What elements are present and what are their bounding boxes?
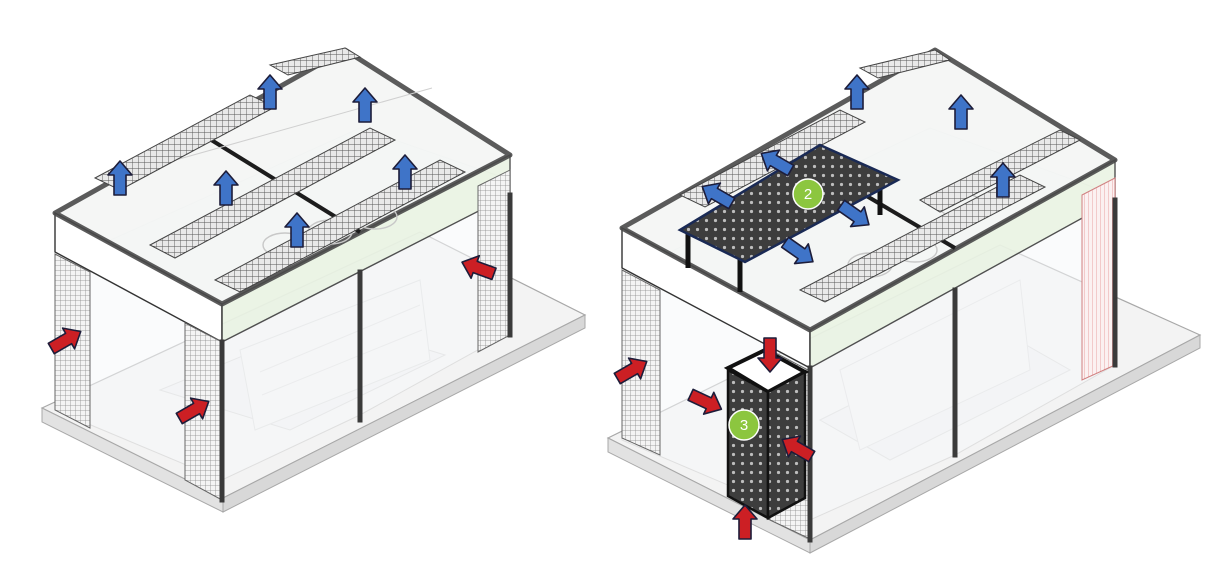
right-intake-arrow-4 xyxy=(781,435,816,463)
right-exhaust-arrow-6 xyxy=(836,199,870,228)
left-exhaust-arrow-1 xyxy=(107,160,133,196)
left-exhaust-arrow-6 xyxy=(392,154,418,190)
right-exhaust-arrow-2 xyxy=(948,94,974,130)
right-intake-arrow-1 xyxy=(613,357,648,385)
front-duct-front xyxy=(726,367,770,521)
badge-2: 2 xyxy=(792,178,824,210)
left-exhaust-arrow-2 xyxy=(257,74,283,110)
left-intake-arrow-3 xyxy=(461,254,497,281)
badge-2-label: 2 xyxy=(804,186,812,203)
left-roof-grille-3 xyxy=(148,127,397,259)
roof-hood-panel xyxy=(677,143,901,264)
left-intake-arrow-1 xyxy=(47,327,82,355)
left-roof-grille-2 xyxy=(268,47,362,76)
right-exhaust-arrow-7 xyxy=(780,236,814,265)
right-side-red-mesh-panel xyxy=(1081,177,1116,381)
left-exhaust-arrow-3 xyxy=(352,87,378,123)
right-intake-arrow-2 xyxy=(687,388,723,415)
right-roof-grille-3 xyxy=(798,174,1047,303)
right-intake-arrow-5 xyxy=(732,504,758,540)
left-exhaust-arrow-5 xyxy=(284,212,310,248)
left-frame xyxy=(219,192,513,503)
roof-hood-component xyxy=(677,143,901,292)
badge-3: 3 xyxy=(728,409,760,441)
right-exhaust-arrow-4 xyxy=(701,182,736,210)
airflow-arrows xyxy=(47,74,1016,540)
right-exhaust-arrow-5 xyxy=(760,149,795,177)
right-roof-grille-2 xyxy=(858,49,952,79)
right-enclosure xyxy=(606,47,1202,554)
left-enclosure xyxy=(40,47,587,513)
badge-2-circle xyxy=(792,178,824,210)
badge-3-label: 3 xyxy=(740,417,748,434)
left-roof-grille-4 xyxy=(213,159,467,293)
left-intake-arrow-2 xyxy=(175,397,210,425)
left-exhaust-arrow-4 xyxy=(213,170,239,206)
badge-3-circle xyxy=(728,409,760,441)
right-exhaust-arrow-1 xyxy=(844,74,870,110)
right-exhaust-arrow-3 xyxy=(990,162,1016,198)
left-side-mesh-panel xyxy=(477,169,511,353)
right-intake-arrow-3 xyxy=(757,337,783,373)
